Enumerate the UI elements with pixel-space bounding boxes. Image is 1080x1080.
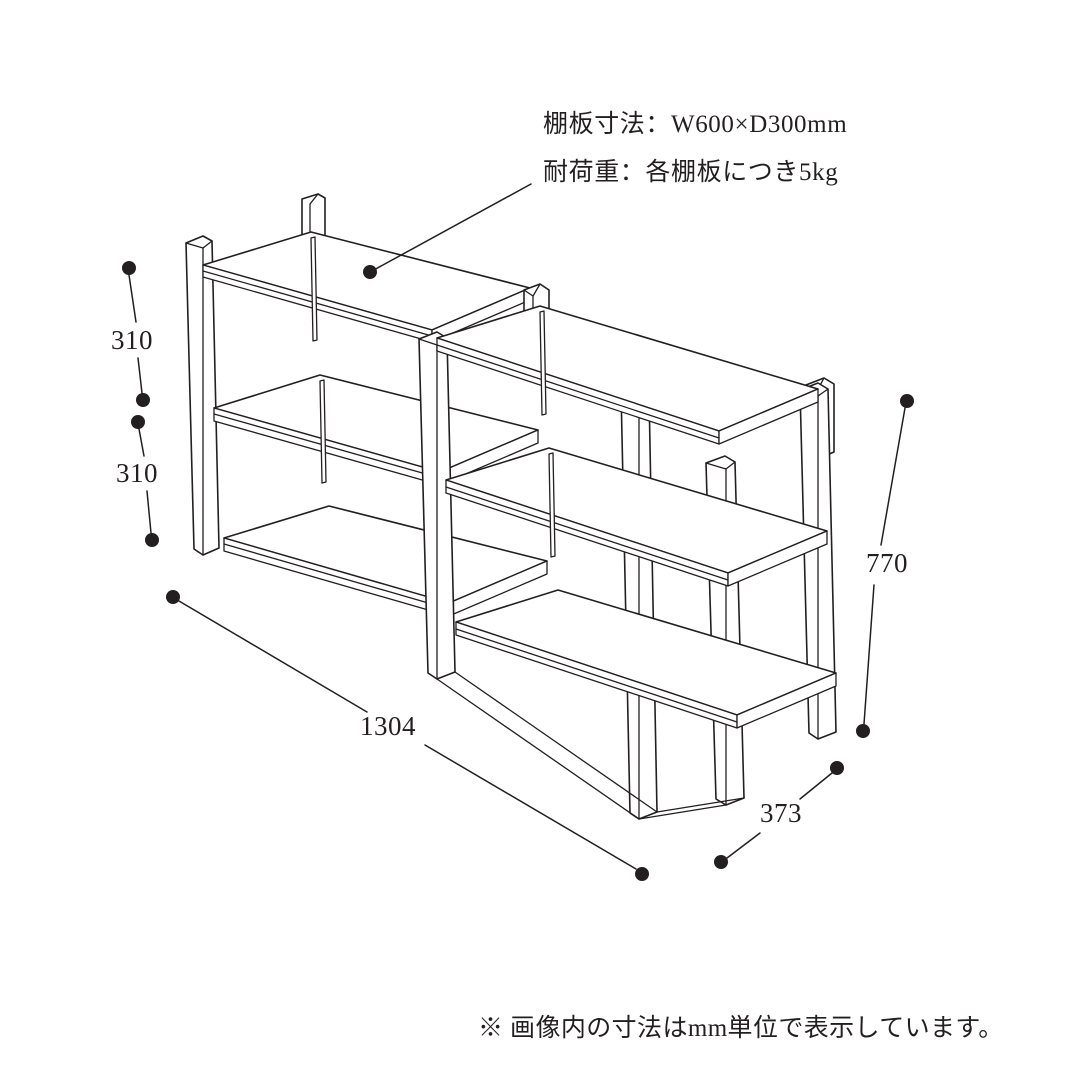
- dimension-label-total-depth: 373: [760, 798, 802, 828]
- shelf-board-left-middle: [213, 374, 539, 486]
- rail-right-bay-top-back: [539, 310, 547, 416]
- rail-right-bay-middle-back: [548, 452, 556, 558]
- shelf-board-left-bottom: [223, 505, 548, 617]
- dimension-tier-height-lower: [131, 415, 159, 547]
- rail-lower-stretcher-front: [436, 671, 658, 820]
- shelf-board-right-middle: [445, 447, 828, 587]
- post-center-front: [418, 331, 456, 680]
- post-front-left: [185, 235, 220, 556]
- dimension-label-tier-height-upper: 310: [111, 325, 153, 355]
- leader-shelf-spec: [363, 183, 532, 279]
- dimension-label-total-height: 770: [866, 548, 908, 578]
- rail-left-bay-top-back: [310, 236, 318, 342]
- dimension-total-height: [856, 394, 914, 738]
- shelf-board-size-label: 棚板寸法：W600×D300mm: [543, 111, 848, 138]
- rail-left-bay-middle-back: [319, 379, 327, 484]
- rail-lower-stretcher-right: [638, 797, 745, 820]
- units-footnote: ※ 画像内の寸法はmm単位で表示しています。: [478, 1015, 1004, 1042]
- load-capacity-label: 耐荷重：各棚板につき5kg: [543, 159, 839, 186]
- dimension-tier-height-upper: [122, 261, 150, 407]
- dimension-total-width: [166, 590, 649, 881]
- shelf-board-right-top: [436, 305, 819, 445]
- shelf-board-right-bottom: [455, 589, 837, 729]
- dimension-label-total-width: 1304: [360, 711, 416, 741]
- dimension-total-depth: [714, 761, 844, 869]
- dimension-label-tier-height-lower: 310: [116, 458, 158, 488]
